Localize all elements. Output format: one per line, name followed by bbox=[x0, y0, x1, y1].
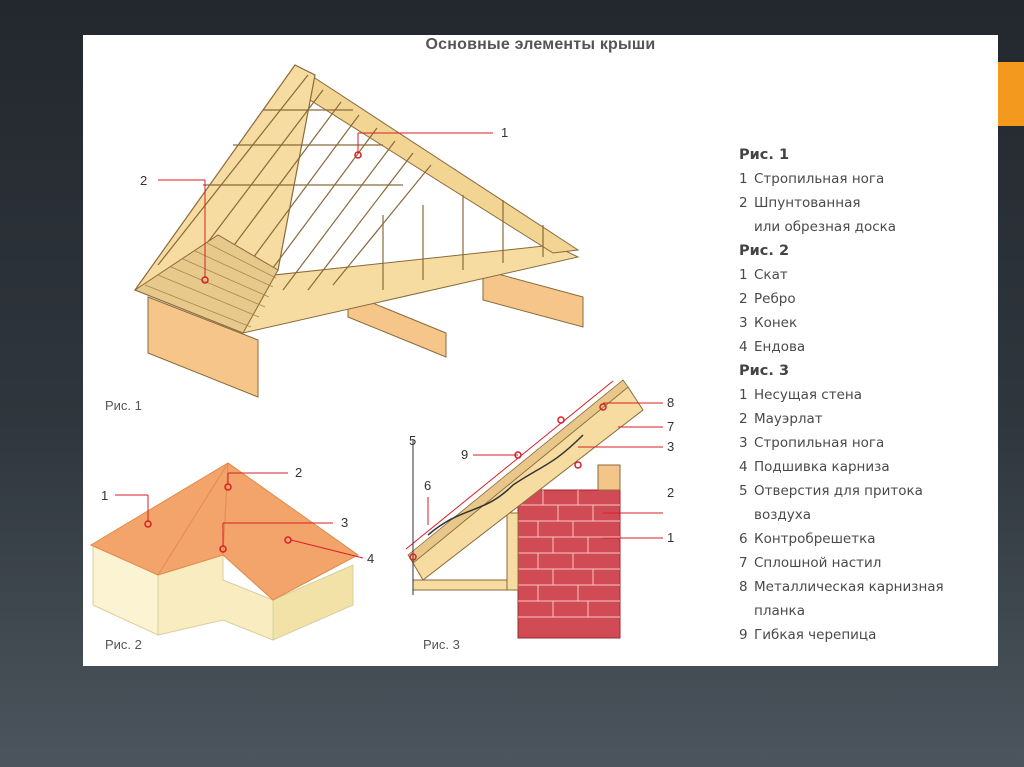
figure-2-callouts bbox=[115, 472, 364, 559]
figure-1-callouts: 1 2 bbox=[140, 125, 508, 284]
accent-tab bbox=[998, 62, 1024, 126]
fig1-callout-1: 1 bbox=[501, 125, 508, 140]
diagram-canvas: 1 2 bbox=[89, 64, 674, 641]
legend-item: воздуха bbox=[754, 507, 811, 523]
figure-3-callouts bbox=[409, 402, 663, 561]
fig3-callout-5: 5 bbox=[409, 433, 416, 448]
figure-2-roof: 1 2 3 4 bbox=[89, 462, 374, 641]
soffit bbox=[412, 579, 519, 591]
fig3-caption: Рис. 3 bbox=[423, 637, 460, 652]
fig3-callout-8: 6 bbox=[424, 478, 431, 493]
fig3-callout-2: 2 bbox=[667, 485, 674, 500]
fig1-caption: Рис. 1 bbox=[105, 398, 142, 413]
slide: Основные элементы крыши bbox=[83, 35, 998, 666]
fig2-callout-1: 1 bbox=[101, 488, 108, 503]
fig2-caption: Рис. 2 bbox=[105, 637, 142, 652]
figure-3-eave: 8 7 3 2 1 9 5 6 bbox=[405, 379, 674, 639]
fig3-callout-1: 1 bbox=[667, 530, 674, 545]
joist-right bbox=[482, 269, 584, 328]
fig1-callout-2: 2 bbox=[140, 173, 147, 188]
brick-wall bbox=[517, 489, 621, 639]
boarding bbox=[133, 234, 279, 334]
rafters bbox=[157, 74, 544, 291]
fig2-callout-3: 3 bbox=[341, 515, 348, 530]
fig3-callout-7: 8 bbox=[667, 395, 674, 410]
legend-title-fig1: Рис. 1 bbox=[739, 147, 790, 163]
mauerlat bbox=[597, 464, 621, 491]
slide-title: Основные элементы крыши bbox=[425, 36, 656, 53]
wall-right bbox=[272, 564, 354, 641]
figure-1-truss: 1 2 bbox=[133, 64, 584, 398]
fig3-callout-6: 7 bbox=[667, 419, 674, 434]
legend-item: или обрезная доска bbox=[754, 219, 897, 235]
legend-title-fig3: Рис. 3 bbox=[739, 363, 790, 379]
joist-left bbox=[147, 296, 259, 398]
back-slope bbox=[282, 64, 580, 254]
fig3-callout-3: 3 bbox=[667, 439, 674, 454]
legend-title-fig2: Рис. 2 bbox=[739, 243, 790, 259]
legend-item: планка bbox=[754, 603, 805, 619]
fig2-callout-2: 2 bbox=[295, 465, 302, 480]
shingles-line bbox=[405, 380, 614, 550]
fig2-callout-4: 4 bbox=[367, 551, 374, 566]
fig3-callout-9: 9 bbox=[461, 447, 468, 462]
